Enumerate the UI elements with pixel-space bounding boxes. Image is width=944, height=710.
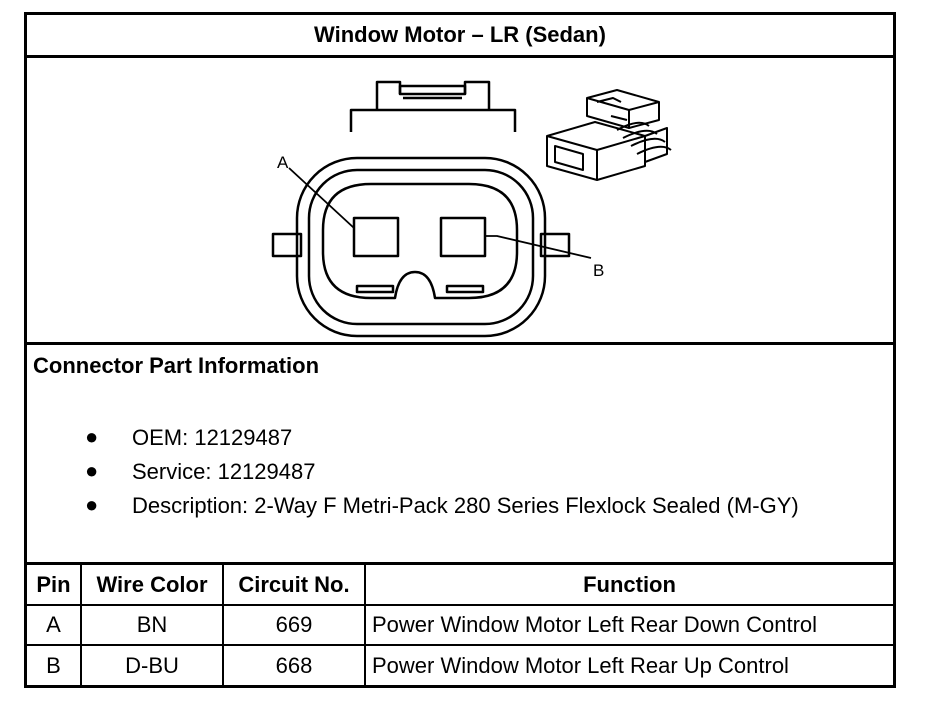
connector-latch <box>349 80 517 132</box>
cell-function: Power Window Motor Left Rear Up Control <box>364 644 893 685</box>
leader-line-a <box>288 167 355 229</box>
table-row: B D-BU 668 Power Window Motor Left Rear … <box>27 644 893 685</box>
header-wire-color: Wire Color <box>80 565 224 606</box>
connector-right-ear <box>539 232 571 258</box>
pin-label-b: B <box>593 261 604 280</box>
connector-diagram: A B <box>27 58 893 345</box>
info-heading: Connector Part Information <box>33 353 320 378</box>
cell-circuit-no: 668 <box>222 644 366 685</box>
pin-table: Pin Wire Color Circuit No. Function A BN… <box>27 565 893 685</box>
cell-pin: B <box>27 644 82 685</box>
cavity-b <box>439 216 487 258</box>
leader-line-b <box>485 235 592 259</box>
connector-housing-mid <box>307 168 535 326</box>
bullet-icon: ● <box>85 458 99 483</box>
cell-circuit-no: 669 <box>222 604 366 646</box>
pin-label-a: A <box>277 153 289 172</box>
header-function: Function <box>364 565 893 606</box>
connector-part-info: Connector Part Information ● OEM: 121294… <box>27 345 893 565</box>
info-item-text: Service: 12129487 <box>132 459 316 484</box>
table-row: A BN 669 Power Window Motor Left Rear Do… <box>27 604 893 646</box>
page-title: Window Motor – LR (Sedan) <box>27 15 893 58</box>
bullet-icon: ● <box>85 492 99 517</box>
cell-pin: A <box>27 604 82 646</box>
connector-left-ear <box>271 232 303 258</box>
connector-housing-inner <box>321 182 519 300</box>
table-header-row: Pin Wire Color Circuit No. Function <box>27 565 893 606</box>
connector-bottom-rib-right <box>445 284 485 294</box>
connector-drawing: A B <box>271 80 672 338</box>
header-pin: Pin <box>27 565 82 606</box>
bullet-icon: ● <box>85 424 99 449</box>
cell-wire-color: D-BU <box>80 644 224 685</box>
cell-function: Power Window Motor Left Rear Down Contro… <box>364 604 893 646</box>
cell-wire-color: BN <box>80 604 224 646</box>
info-item-text: OEM: 12129487 <box>132 425 293 450</box>
header-circuit-no: Circuit No. <box>222 565 366 606</box>
cavity-a <box>352 216 400 258</box>
connector-sheet: Window Motor – LR (Sedan) <box>24 12 896 688</box>
connector-iso-sketch <box>546 89 672 181</box>
connector-bottom-rib-left <box>355 284 395 294</box>
info-item-text: Description: 2-Way F Metri-Pack 280 Seri… <box>132 493 799 518</box>
